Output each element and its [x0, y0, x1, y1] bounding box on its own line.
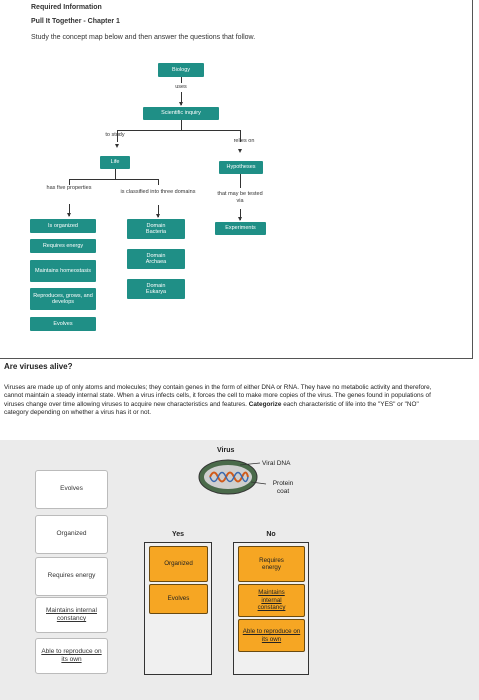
node-biology: Biology [158, 63, 204, 77]
property-homeostasis: Maintains homeostasis [30, 260, 96, 282]
card-requires-energy[interactable]: Requires energy [35, 557, 108, 596]
node-scientific-inquiry: Scientific inquiry [143, 107, 219, 120]
no-heading: No [266, 531, 276, 538]
card-evolves[interactable]: Evolves [35, 470, 108, 509]
property-requires-energy: Requires energy [30, 239, 96, 253]
property-organized: Is organized [30, 219, 96, 233]
concept-map-panel [0, 0, 473, 359]
no-item-requires-energy[interactable]: Requires energy [238, 546, 305, 582]
header-chapter: Pull It Together - Chapter 1 [31, 18, 120, 25]
question-title: Are viruses alive? [4, 362, 73, 371]
header-title: Required Information [31, 4, 102, 11]
yes-item-organized[interactable]: Organized [149, 546, 208, 582]
label-protein-coat: Protein coat [272, 480, 294, 495]
property-reproduces: Reproduces, grows, and develops [30, 288, 96, 310]
property-evolves: Evolves [30, 317, 96, 331]
label-relies-on: relies on [233, 138, 255, 144]
label-has-five-properties: has five properties [46, 185, 92, 191]
yes-item-evolves[interactable]: Evolves [149, 584, 208, 614]
card-maintains-constancy[interactable]: Maintains internal constancy [35, 597, 108, 633]
label-to-study: to study [105, 132, 125, 138]
no-item-able-to-reproduce[interactable]: Able to reproduce on its own [238, 619, 305, 652]
header-instructions: Study the concept map below and then ans… [31, 34, 256, 41]
card-able-to-reproduce[interactable]: Able to reproduce on its own [35, 638, 108, 674]
node-life: Life [100, 156, 130, 169]
virus-icon [198, 459, 267, 495]
node-experiments: Experiments [215, 222, 266, 235]
yes-heading: Yes [171, 531, 185, 538]
question-body: Viruses are made up of only atoms and mo… [4, 384, 432, 416]
label-viral-dna: Viral DNA [262, 460, 291, 467]
label-that-may: that may be tested via [217, 191, 263, 204]
card-organized[interactable]: Organized [35, 515, 108, 554]
virus-label: Virus [217, 447, 235, 454]
node-hypotheses: Hypotheses [219, 161, 263, 174]
label-uses: uses [175, 84, 187, 90]
label-is-classified: is classified into three domains [120, 189, 196, 195]
no-item-maintains-constancy[interactable]: Maintains internal constancy [238, 584, 305, 617]
